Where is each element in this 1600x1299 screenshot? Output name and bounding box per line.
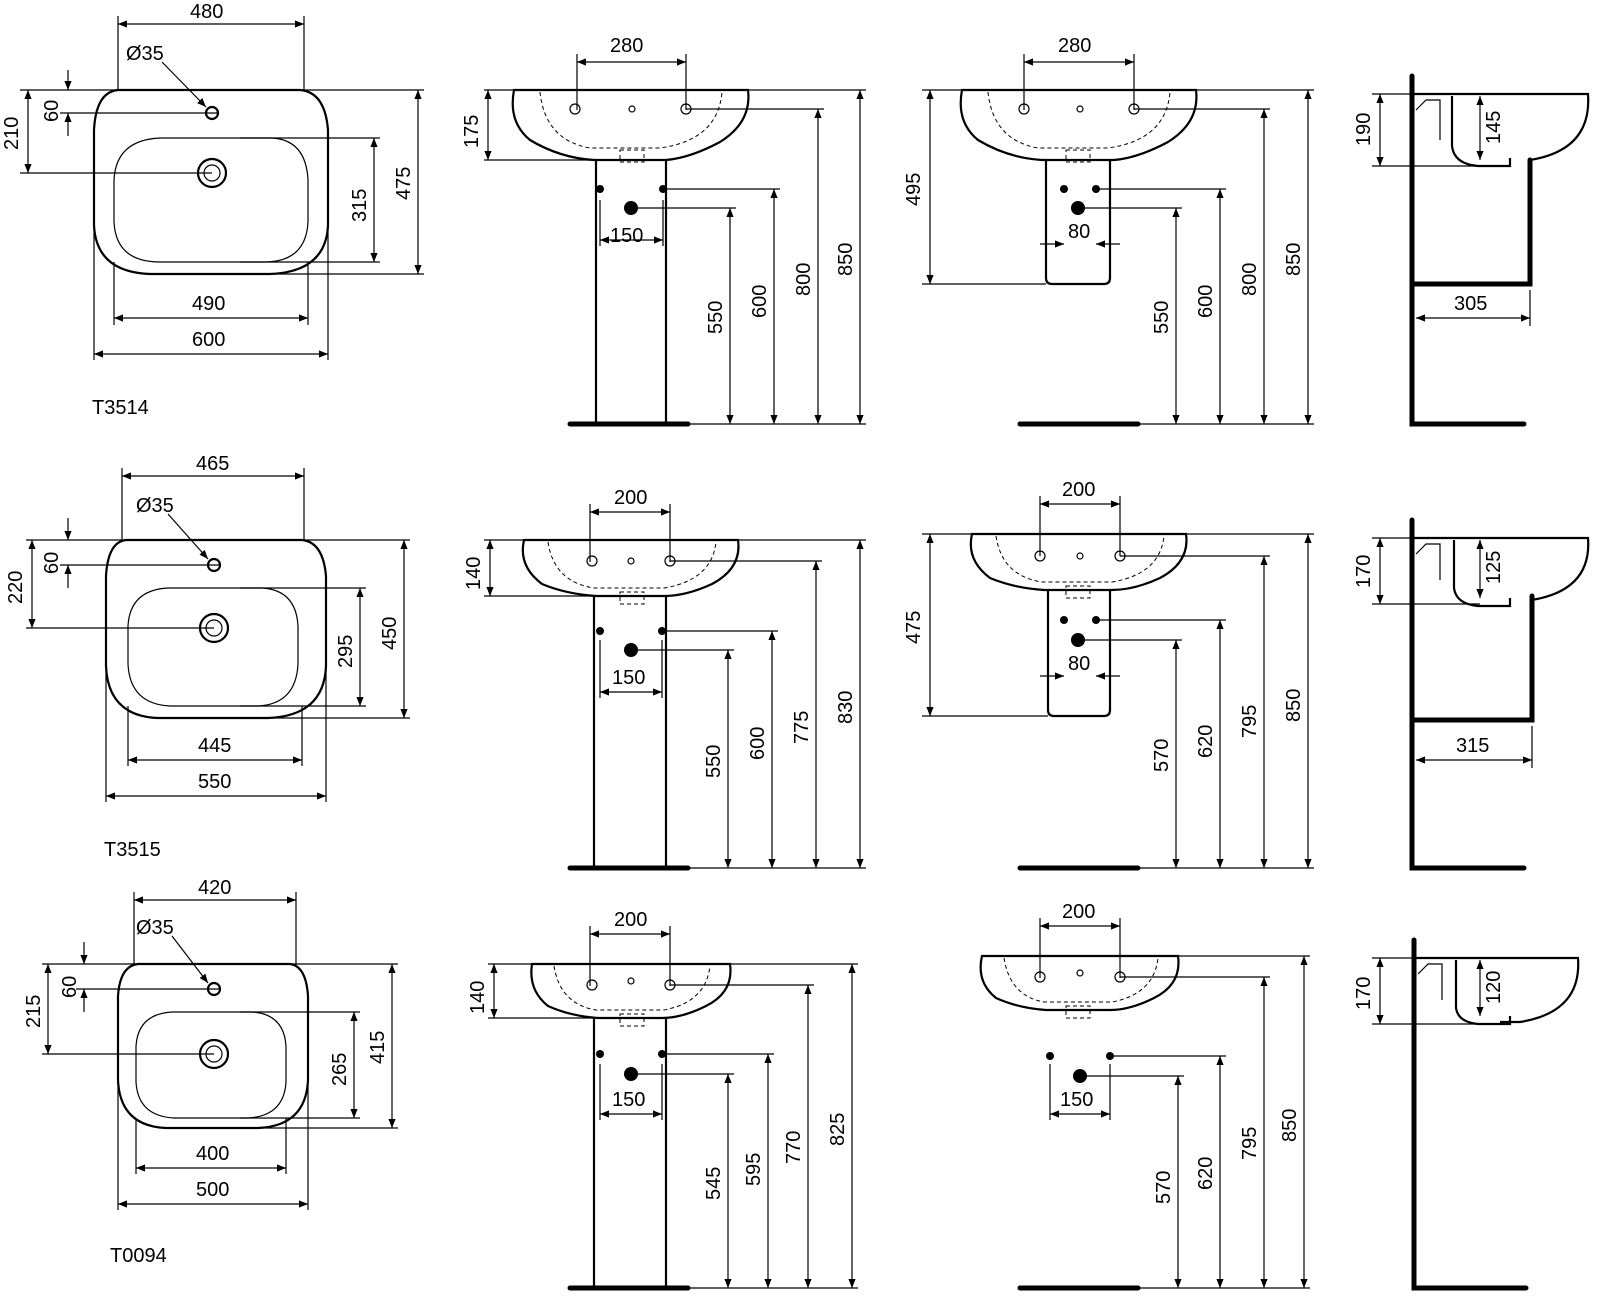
dim-h850: 850 xyxy=(835,243,857,276)
side-view-t3515: 170 125 315 xyxy=(1353,517,1590,871)
dim-h600: 600 xyxy=(747,727,769,760)
dim-tap-to-drain: 215 xyxy=(23,995,45,1028)
dim-total-height: 495 xyxy=(903,173,925,206)
dim-basin-width: 490 xyxy=(192,293,225,315)
dim-side-depth: 315 xyxy=(1456,735,1489,757)
dim-h545: 545 xyxy=(703,1167,725,1200)
dim-side-inner: 125 xyxy=(1483,551,1505,584)
dim-tap-offset: 60 xyxy=(41,100,63,122)
dim-holes-width: 200 xyxy=(614,909,647,931)
dim-total-height: 475 xyxy=(903,611,925,644)
dim-pedestal-width: 150 xyxy=(610,225,643,247)
dim-tap-to-drain: 220 xyxy=(5,571,27,604)
side-view-t3514: 190 145 305 xyxy=(1353,73,1590,427)
dim-semi-width: 80 xyxy=(1068,221,1090,243)
dim-total-depth: 415 xyxy=(367,1031,389,1064)
dim-basin-width: 445 xyxy=(198,735,231,757)
dim-tap-offset: 60 xyxy=(41,552,63,574)
dim-h620: 620 xyxy=(1195,1157,1217,1190)
dim-h825: 825 xyxy=(827,1113,849,1146)
dim-holes-width: 200 xyxy=(1062,901,1095,923)
top-view-t3514: 480 Ø35 60 210 315 475 490 600 T3514 xyxy=(1,1,424,419)
dim-tap-hole: Ø35 xyxy=(136,917,174,939)
dim-pedestal-width: 150 xyxy=(612,1089,645,1111)
model-code: T0094 xyxy=(110,1245,167,1267)
semi-pedestal-view-t3514: 280 495 80 550 600 800 850 xyxy=(903,35,1314,427)
dim-bowl-height: 140 xyxy=(467,981,489,1014)
dim-h550: 550 xyxy=(703,745,725,778)
pedestal-view-t0094: 200 140 150 545 595 770 825 xyxy=(467,909,858,1291)
row-t0094: 420 Ø35 60 215 265 415 400 500 T0094 xyxy=(23,877,1580,1291)
dim-h600: 600 xyxy=(1195,285,1217,318)
dim-top-width: 465 xyxy=(196,453,229,475)
dim-holes-width: 200 xyxy=(1062,479,1095,501)
dim-total-depth: 475 xyxy=(393,167,415,200)
dim-side-inner: 145 xyxy=(1483,111,1505,144)
dim-side-depth: 305 xyxy=(1454,293,1487,315)
dim-h800: 800 xyxy=(793,263,815,296)
row-t3514: 480 Ø35 60 210 315 475 490 600 T3514 xyxy=(1,1,1590,427)
dim-side-height: 190 xyxy=(1353,113,1375,146)
side-view-t0094: 170 120 xyxy=(1353,937,1580,1291)
pedestal-view-t3515: 200 140 150 550 600 775 830 xyxy=(463,487,866,871)
dim-tap-hole: Ø35 xyxy=(136,495,174,517)
dim-basin-width: 400 xyxy=(196,1143,229,1165)
dim-h850: 850 xyxy=(1279,1109,1301,1142)
basin-outline xyxy=(92,88,330,276)
dim-h600: 600 xyxy=(749,285,771,318)
dim-h570: 570 xyxy=(1151,739,1173,772)
dim-side-height: 170 xyxy=(1353,977,1375,1010)
dim-side-height: 170 xyxy=(1353,555,1375,588)
dim-bowl-height: 140 xyxy=(463,557,485,590)
row-t3515: 465 Ø35 60 220 295 450 445 550 T3515 xyxy=(5,453,1590,871)
dim-h595: 595 xyxy=(743,1153,765,1186)
dim-h550: 550 xyxy=(1151,301,1173,334)
dim-bowl-height: 175 xyxy=(461,115,483,148)
dim-side-inner: 120 xyxy=(1483,971,1505,1004)
dim-tap-hole: Ø35 xyxy=(126,43,164,65)
dim-holes-width: 280 xyxy=(610,35,643,57)
dim-h795: 795 xyxy=(1239,705,1261,738)
dim-h850: 850 xyxy=(1283,689,1305,722)
dim-holes-width: 280 xyxy=(1058,35,1091,57)
model-code: T3514 xyxy=(92,397,149,419)
pedestal-view-t3514: 280 175 150 550 600 800 850 xyxy=(461,35,866,427)
dim-h800: 800 xyxy=(1239,263,1261,296)
dim-semi-width: 80 xyxy=(1068,653,1090,675)
top-view-t0094: 420 Ø35 60 215 265 415 400 500 T0094 xyxy=(23,877,398,1267)
dim-basin-depth: 295 xyxy=(335,635,357,668)
dim-basin-depth: 265 xyxy=(329,1053,351,1086)
model-code: T3515 xyxy=(104,839,161,861)
dim-h550: 550 xyxy=(705,301,727,334)
dim-outer-width: 550 xyxy=(198,771,231,793)
dim-tap-offset: 60 xyxy=(59,976,81,998)
dim-h775: 775 xyxy=(791,711,813,744)
dim-h830: 830 xyxy=(835,691,857,724)
dim-outer-width: 500 xyxy=(196,1179,229,1201)
dim-h850: 850 xyxy=(1283,243,1305,276)
dim-holes-width: 200 xyxy=(614,487,647,509)
dim-total-depth: 450 xyxy=(379,617,401,650)
wall-hung-view-t0094: 200 150 570 620 795 850 xyxy=(979,901,1310,1291)
dim-top-width: 480 xyxy=(190,1,223,23)
dim-tap-to-drain: 210 xyxy=(1,117,23,150)
dim-outer-width: 600 xyxy=(192,329,225,351)
top-view-t3515: 465 Ø35 60 220 295 450 445 550 T3515 xyxy=(5,453,410,861)
dim-pedestal-width: 150 xyxy=(612,667,645,689)
dim-h620: 620 xyxy=(1195,725,1217,758)
dim-bracket-width: 150 xyxy=(1060,1089,1093,1111)
dim-top-width: 420 xyxy=(198,877,231,899)
semi-pedestal-view-t3515: 200 475 80 570 620 795 850 xyxy=(903,479,1314,871)
dim-basin-depth: 315 xyxy=(349,189,371,222)
bowl-outline xyxy=(113,137,309,263)
dim-h795: 795 xyxy=(1239,1127,1261,1160)
dim-h570: 570 xyxy=(1153,1171,1175,1204)
dim-h770: 770 xyxy=(783,1131,805,1164)
